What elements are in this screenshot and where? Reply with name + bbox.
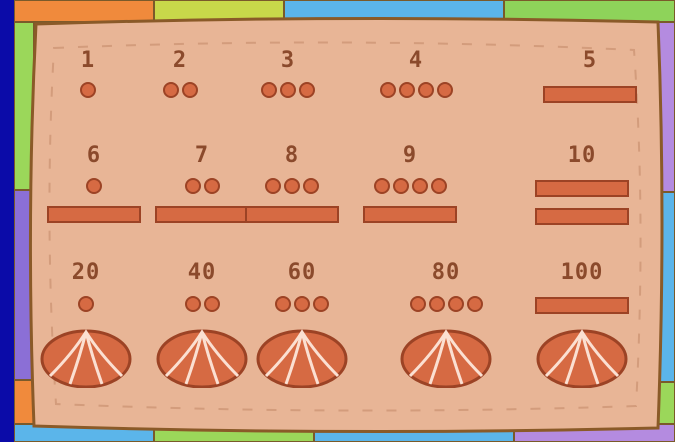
shell-icon [256, 326, 348, 388]
dot-icon [431, 178, 447, 194]
bar-icon [155, 206, 249, 223]
dot-icon [418, 82, 434, 98]
dot-icon [204, 178, 220, 194]
dot-icon [294, 296, 310, 312]
numeral-label: 3 [258, 48, 318, 73]
dot-group [410, 296, 483, 312]
shell-icon [40, 326, 132, 388]
dot-icon [299, 82, 315, 98]
dot-icon [313, 296, 329, 312]
dot-icon [412, 178, 428, 194]
numeral-label: 5 [560, 48, 620, 73]
dot-group [275, 296, 329, 312]
bar-icon [47, 206, 141, 223]
numeral-label: 60 [272, 260, 332, 285]
numeral-label: 100 [552, 260, 612, 285]
dot-icon [265, 178, 281, 194]
dot-icon [303, 178, 319, 194]
dot-icon [163, 82, 179, 98]
numeral-label: 1 [58, 48, 118, 73]
bar-icon [245, 206, 339, 223]
dot-group [185, 296, 220, 312]
numeral-label: 2 [150, 48, 210, 73]
numeral-label: 4 [386, 48, 446, 73]
dot-group [163, 82, 198, 98]
dot-group [80, 82, 96, 98]
dot-icon [280, 82, 296, 98]
dot-group [380, 82, 453, 98]
dot-icon [467, 296, 483, 312]
numeral-label: 20 [56, 260, 116, 285]
bar-icon [535, 180, 629, 197]
dot-icon [410, 296, 426, 312]
dot-icon [393, 178, 409, 194]
dot-icon [86, 178, 102, 194]
dot-icon [78, 296, 94, 312]
dot-group [78, 296, 94, 312]
numeral-label: 10 [552, 143, 612, 168]
dot-icon [185, 296, 201, 312]
dot-icon [448, 296, 464, 312]
bar-icon [543, 86, 637, 103]
dot-icon [380, 82, 396, 98]
numeral-label: 8 [262, 143, 322, 168]
dot-group [374, 178, 447, 194]
shell-icon [400, 326, 492, 388]
dot-icon [261, 82, 277, 98]
numeral-label: 6 [64, 143, 124, 168]
dot-group [265, 178, 319, 194]
bar-icon [535, 208, 629, 225]
shell-icon [536, 326, 628, 388]
dot-icon [80, 82, 96, 98]
bar-icon [363, 206, 457, 223]
dot-icon [429, 296, 445, 312]
dot-icon [284, 178, 300, 194]
dot-icon [374, 178, 390, 194]
bar-icon [535, 297, 629, 314]
numeral-label: 9 [380, 143, 440, 168]
dot-icon [437, 82, 453, 98]
dot-icon [204, 296, 220, 312]
dot-icon [275, 296, 291, 312]
dot-group [185, 178, 220, 194]
dot-group [86, 178, 102, 194]
scene: 1 2 3 4 5 6 7 8 9 10 20 40 60 80 100 [14, 0, 675, 442]
dot-icon [182, 82, 198, 98]
shell-icon [156, 326, 248, 388]
numeral-label: 80 [416, 260, 476, 285]
dot-group [261, 82, 315, 98]
dot-icon [185, 178, 201, 194]
numeral-label: 7 [172, 143, 232, 168]
numeral-label: 40 [172, 260, 232, 285]
dot-icon [399, 82, 415, 98]
